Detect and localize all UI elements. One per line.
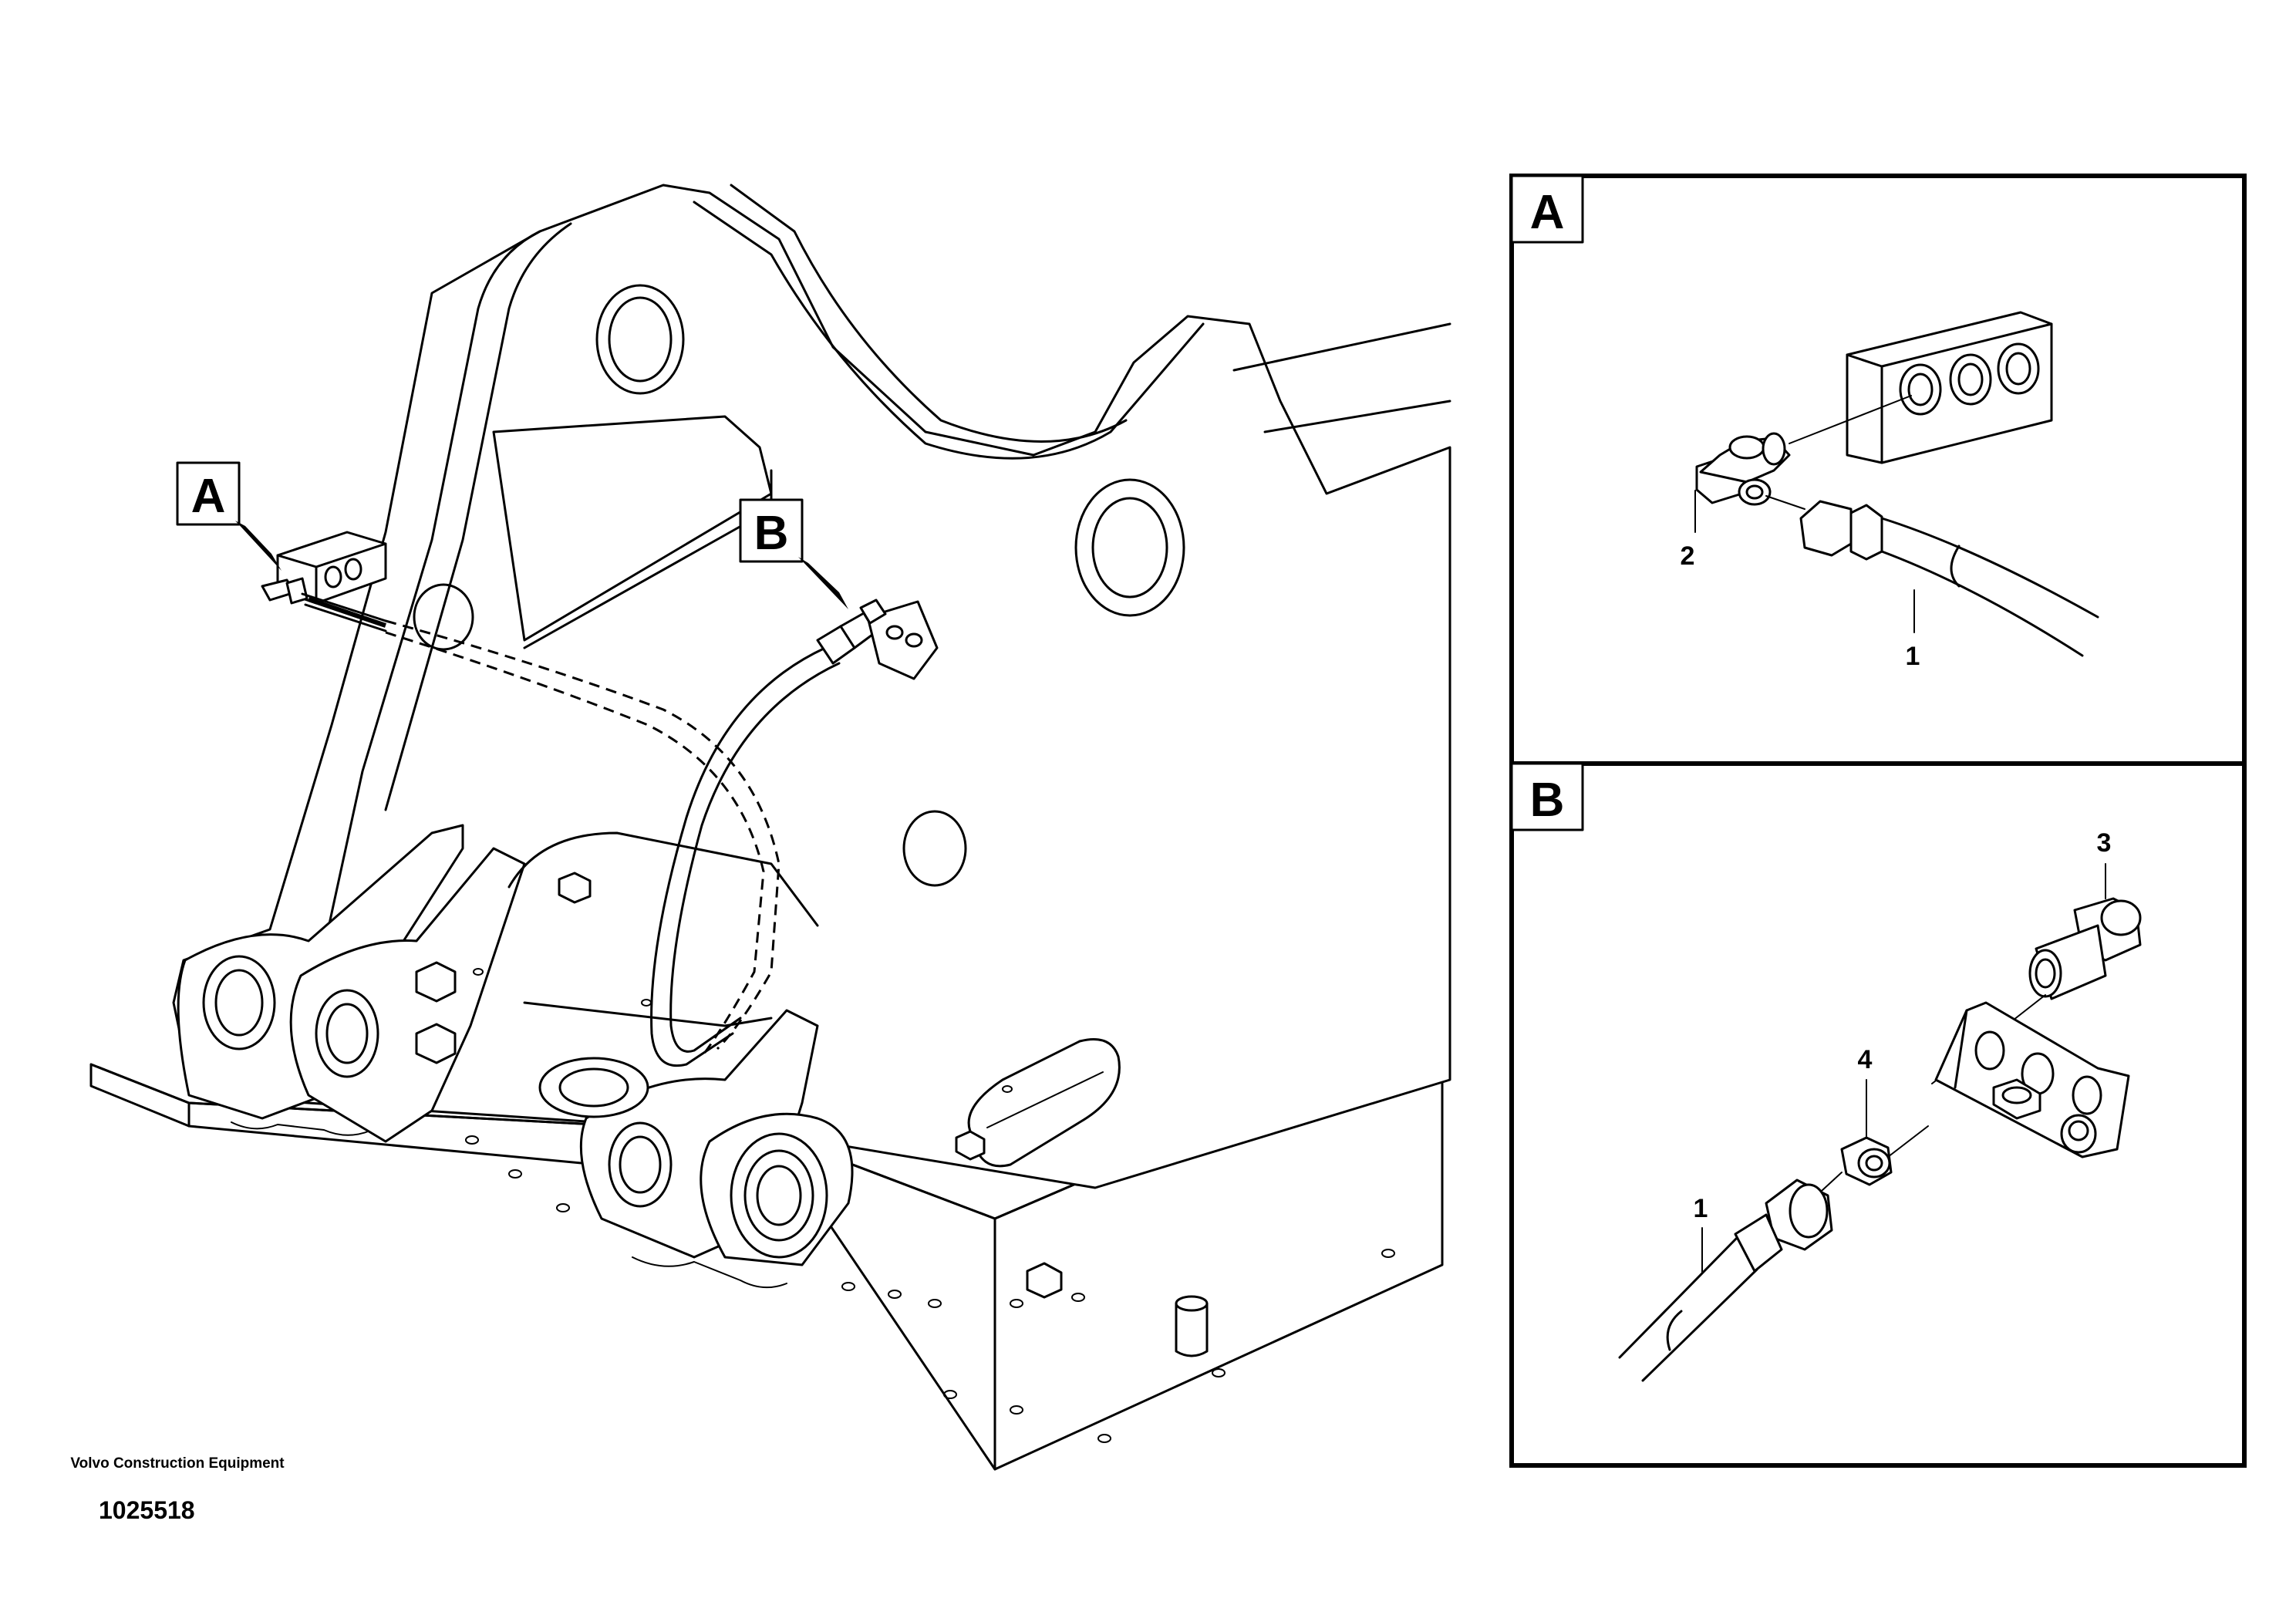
detail-b-item-1: 1 bbox=[1694, 1194, 1708, 1223]
detail-b-panel: B bbox=[1509, 761, 2247, 1468]
detail-a-panel: A bbox=[1509, 174, 2247, 766]
plate-holes bbox=[465, 1135, 1395, 1443]
detail-a-valve-block bbox=[1789, 311, 2053, 464]
hose-a-main bbox=[261, 577, 387, 632]
detail-b-callout-3: 3 bbox=[2097, 828, 2112, 899]
detail-a-callout-2: 2 bbox=[1681, 490, 1696, 571]
detail-a-elbow-fitting bbox=[1695, 432, 1805, 510]
detail-b-item-4: 4 bbox=[1858, 1045, 1873, 1074]
hose-b-main bbox=[650, 599, 939, 1067]
hose-hidden-path bbox=[385, 619, 781, 1057]
callout-b-label: B bbox=[754, 507, 789, 560]
main-assembly-view: A B bbox=[89, 184, 1451, 1471]
detail-a-item-2: 2 bbox=[1681, 541, 1695, 571]
detail-b-callout-4: 4 bbox=[1858, 1045, 1873, 1138]
detail-b-callout-1: 1 bbox=[1694, 1194, 1708, 1273]
detail-a-callout-1: 1 bbox=[1906, 589, 1920, 671]
detail-a-hose bbox=[1799, 500, 2099, 657]
manufacturer-credit: Volvo Construction Equipment bbox=[70, 1455, 285, 1472]
callout-b-main: B bbox=[739, 498, 848, 609]
detail-a-letter: A bbox=[1530, 186, 1565, 239]
detail-b-bracket bbox=[1934, 1001, 2130, 1158]
callout-a-main: A bbox=[176, 461, 282, 571]
detail-b-bolt bbox=[1931, 897, 2142, 1084]
lower-lugs bbox=[177, 824, 854, 1266]
detail-b-letter: B bbox=[1530, 774, 1565, 827]
detail-a-item-1: 1 bbox=[1906, 642, 1920, 671]
detail-b-hose bbox=[1618, 1179, 1833, 1382]
detail-b-nut bbox=[1812, 1125, 1929, 1200]
callout-a-label: A bbox=[191, 470, 226, 523]
figure-number: 1025518 bbox=[99, 1496, 195, 1524]
detail-b-item-3: 3 bbox=[2097, 828, 2112, 858]
